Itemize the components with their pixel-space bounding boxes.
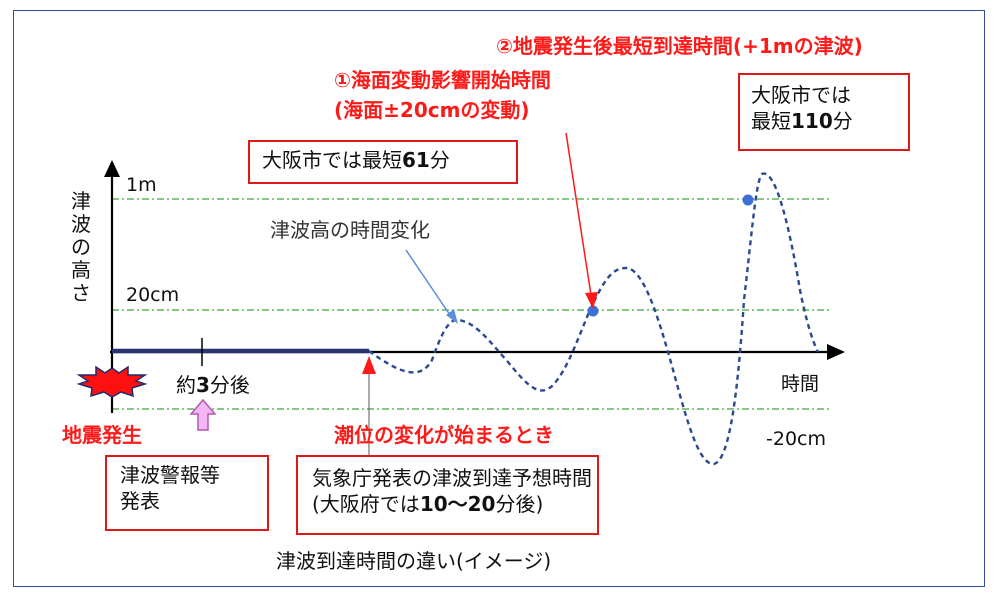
curve-label: 津波高の時間変化 — [270, 218, 430, 242]
point1-heading-line2: (海面±20cmの変動) — [334, 98, 530, 122]
y-axis-arrowhead — [104, 160, 120, 177]
warning-line2: 発表 — [120, 488, 160, 513]
warning-line1: 津波警報等 — [120, 463, 220, 487]
x-axis-label: 時間 — [781, 373, 820, 395]
y-axis-label-char: 波 — [71, 212, 91, 236]
tide-change-label: 潮位の変化が始まるとき — [334, 423, 554, 447]
about-3min-suffix: 分後 — [209, 373, 250, 397]
marker-20cm-point — [587, 305, 599, 317]
osaka-110-line2: 最短110分 — [751, 109, 908, 135]
osaka-110-box: 大阪市では 最短110分 — [738, 73, 910, 151]
expected-line2-value: 10〜20 — [419, 491, 496, 516]
point2-heading: ②地震発生後最短到達時間(+1mの津波) — [496, 34, 863, 58]
warning-up-arrow-icon — [189, 398, 217, 431]
y-axis-label: 津 波 の 高 さ — [66, 190, 96, 305]
y-axis-label-char: さ — [71, 281, 91, 305]
osaka-110-line1: 大阪市では — [751, 83, 851, 107]
earthquake-label: 地震発生 — [62, 423, 142, 447]
about-3min-label: 約3分後 — [176, 373, 250, 397]
warning-box: 津波警報等 発表 — [105, 455, 269, 531]
tide-change-arrowhead — [362, 356, 376, 374]
osaka-61-suffix: 分 — [429, 148, 450, 172]
expected-line2-suffix: 分後) — [495, 491, 544, 516]
y-axis-label-char: の — [71, 235, 91, 259]
about-3min-value: 3 — [196, 373, 210, 397]
osaka-110-prefix: 最短 — [751, 108, 791, 133]
point1-arrowhead — [585, 292, 598, 309]
osaka-61-prefix: 大阪市では最短 — [262, 148, 402, 172]
tick-label-minus20cm: -20cm — [766, 428, 826, 450]
x-axis-arrowhead — [827, 344, 845, 360]
osaka-110-suffix: 分 — [832, 108, 853, 133]
osaka-61-value: 61 — [402, 148, 430, 172]
expected-arrival-box: 気象庁発表の津波到達予想時間 (大阪府では10〜20分後) — [296, 455, 599, 535]
osaka-61-box: 大阪市では最短61分 — [248, 140, 518, 184]
point1-arrow — [565, 132, 592, 296]
expected-line2-prefix: (大阪府では — [312, 491, 420, 516]
curve-label-pointer — [405, 249, 453, 319]
expected-line1: 気象庁発表の津波到達予想時間 — [312, 466, 592, 490]
y-axis-label-char: 津 — [71, 189, 91, 213]
tick-label-1m: 1m — [126, 174, 157, 196]
about-3min-prefix: 約 — [176, 373, 196, 397]
curve-label-pointer-head — [446, 309, 458, 324]
osaka-110-value: 110 — [791, 108, 833, 133]
expected-line2: (大阪府では10〜20分後) — [312, 492, 597, 518]
diagram-caption: 津波到達時間の違い(イメージ) — [276, 549, 552, 573]
tick-label-20cm: 20cm — [126, 284, 180, 306]
point1-heading-line1: ①海面変動影響開始時間 — [334, 68, 551, 92]
y-axis-label-char: 高 — [71, 258, 91, 282]
marker-1m-point — [742, 194, 754, 206]
wave-curve — [368, 172, 820, 466]
earthquake-burst-icon — [76, 365, 148, 398]
